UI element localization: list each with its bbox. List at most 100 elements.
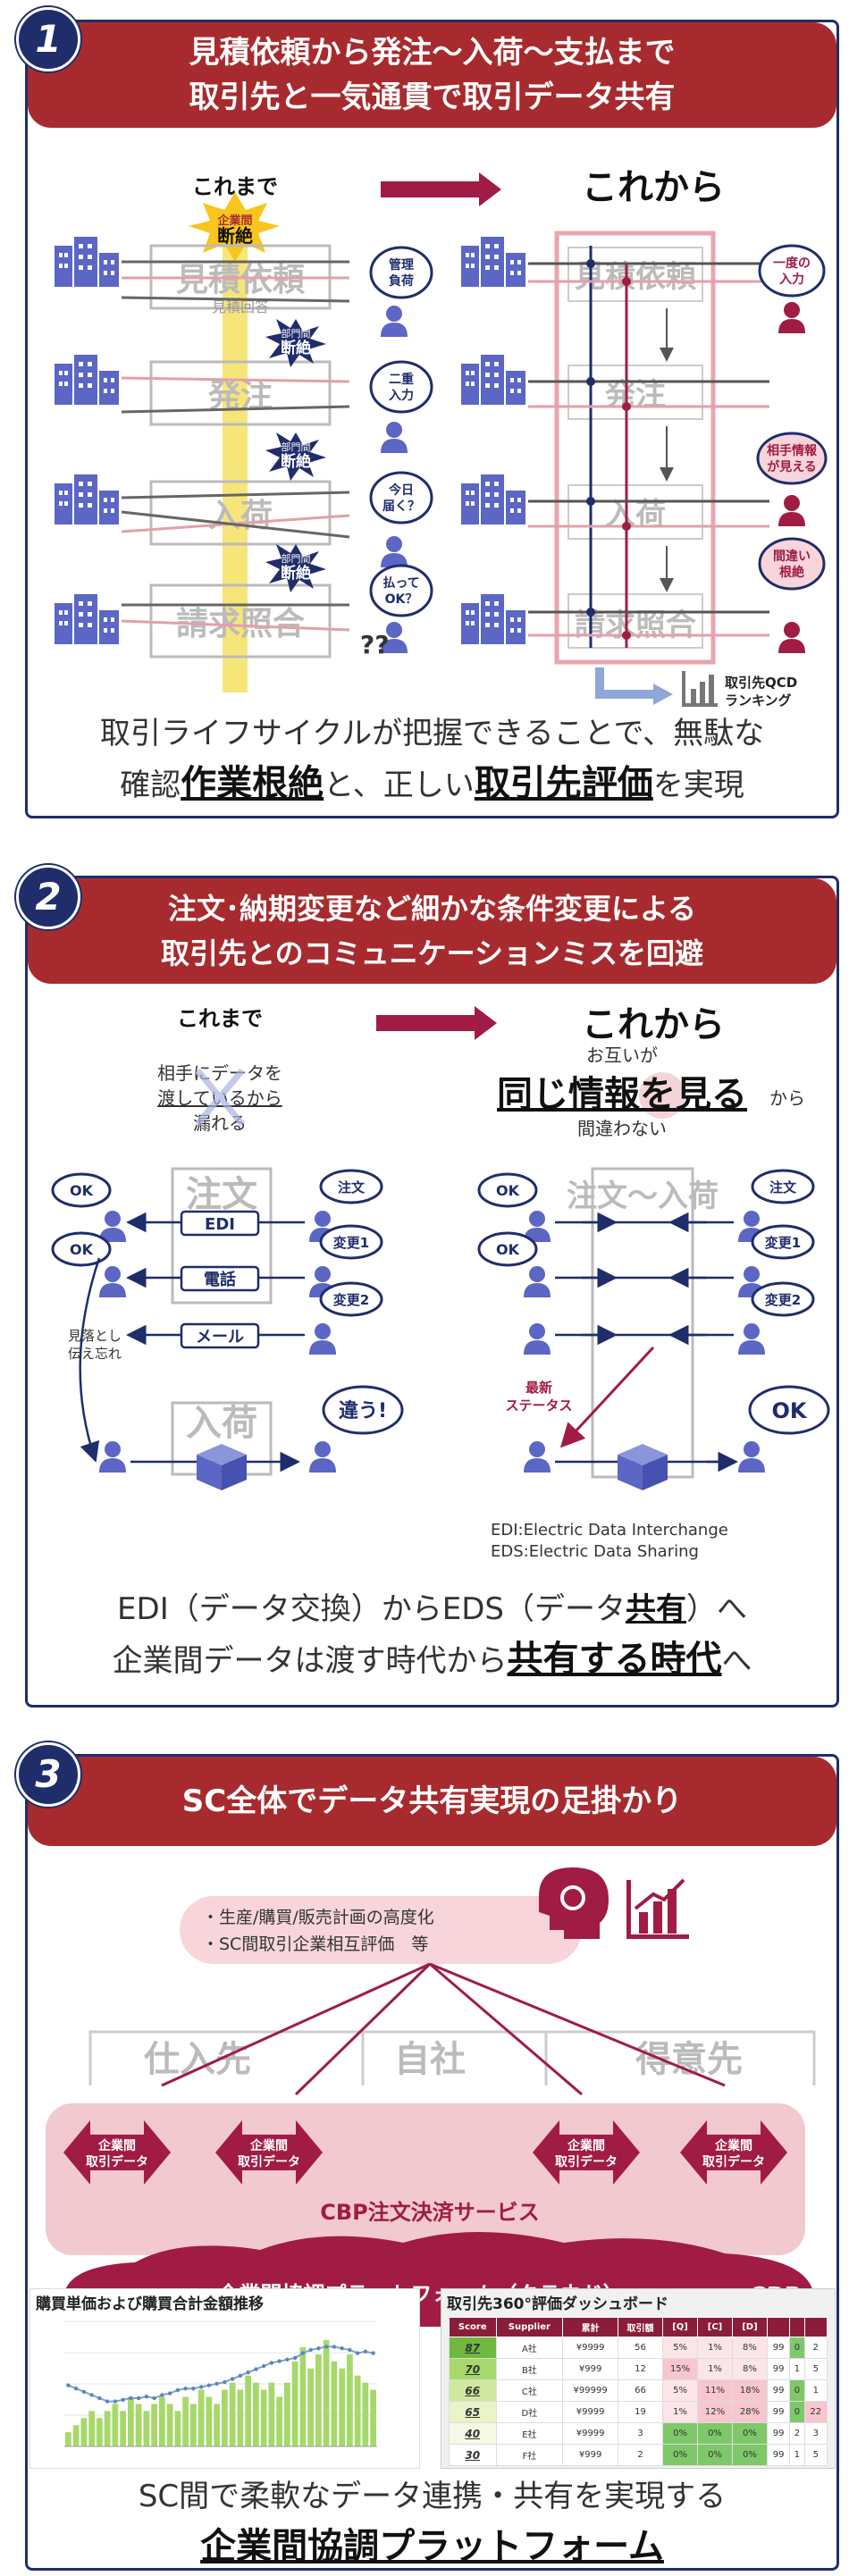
table-cell: 99 [766, 2358, 791, 2380]
section-1-title-line1: 見積依頼から発注〜入荷〜支払まで [189, 35, 676, 71]
chart-point [277, 2359, 282, 2363]
highlight-circle [639, 1072, 685, 1119]
section-3-number: 3 [16, 1742, 80, 1807]
status-note-line: ステータス [505, 1397, 572, 1414]
section-2-panel: 注文･納期変更など細かな条件変更による 取引先とのコミュニケーションミスを回避 … [25, 876, 839, 1708]
caption-line2: 確認作業根絶と、正しい取引先評価を実現 [28, 759, 836, 810]
ai-head-icon [539, 1867, 609, 1939]
table-cell: 11% [697, 2379, 733, 2402]
table-cell: 0% [662, 2422, 699, 2445]
table-cell: B社 [495, 2358, 564, 2380]
chart-bar [362, 2382, 369, 2446]
chart-point [261, 2363, 266, 2369]
building-icon [55, 355, 119, 405]
chart-point [285, 2357, 290, 2362]
chart-bar [97, 2418, 103, 2446]
enterprise-cut-top: 企業間 [216, 214, 252, 228]
caption-text: へ [721, 1643, 752, 1679]
section-3-panel: SC全体でデータ共有実現の足掛かり ・生産/購買/販売計画の高度化 ・SC間取引… [25, 1754, 839, 2571]
table-cell: 99 [766, 2422, 791, 2445]
table-cell: 2 [789, 2422, 805, 2445]
after-label: これから [582, 1004, 725, 1045]
package-icon [618, 1444, 668, 1490]
ok-bubble-text: OK [496, 1182, 520, 1199]
bubble-text: 払って [382, 575, 419, 591]
table-cell: 15% [662, 2358, 699, 2380]
table-cell: 56 [618, 2337, 664, 2359]
enterprise-cut-beam [223, 210, 248, 692]
chart-bar [214, 2404, 220, 2446]
chart-bar [206, 2396, 213, 2446]
bubble-text: 注文 [769, 1179, 797, 1196]
table-cell: 3 [618, 2422, 664, 2445]
chart-bar [268, 2382, 275, 2446]
ok-bubble-text: OK [70, 1182, 94, 1199]
after-note-bottom: 間違わない [577, 1118, 667, 1139]
chart-point [113, 2399, 118, 2404]
chart-bar [143, 2411, 150, 2446]
section-2-caption: EDI（データ交換）からEDS（データ共有）へ 企業間データは渡す時代から共有す… [28, 1584, 836, 1686]
purchase-trend-chart [64, 2320, 377, 2447]
channel-label: 電話 [204, 1270, 236, 1289]
chart-point [175, 2387, 181, 2393]
table-cell: 0% [662, 2444, 699, 2466]
table-header-cell: [Q] [662, 2317, 699, 2337]
chart-bar [284, 2382, 290, 2446]
chart-bar [347, 2354, 353, 2446]
chart-bar [253, 2382, 259, 2446]
table-cell: E社 [495, 2422, 564, 2445]
person-icon [778, 495, 805, 526]
chart-point [214, 2381, 219, 2386]
bubble-text: が見える [767, 459, 817, 474]
arrow-label: 企業間 [97, 2138, 136, 2153]
chart-bar [198, 2389, 205, 2446]
miss-note-line: 見落とし [68, 1328, 122, 1344]
section-3-caption: SC間で柔軟なデータ連携・共有を実現する 企業間協調プラットフォーム [28, 2471, 836, 2572]
chart-point [371, 2351, 375, 2355]
chart-bar [307, 2368, 314, 2446]
table-cell: ¥9999 [562, 2401, 619, 2423]
table-cell: 1% [697, 2358, 733, 2380]
chart-point [121, 2397, 125, 2402]
ranking-chart-icon [682, 671, 718, 707]
caption-text: と、正しい [324, 768, 475, 803]
bubble-text: 入力 [389, 388, 414, 403]
table-cell: 65 [449, 2401, 497, 2423]
chart-point [191, 2387, 196, 2391]
table-cell: 66 [449, 2379, 497, 2402]
chart-point [198, 2385, 204, 2389]
table-cell: C社 [495, 2379, 564, 2402]
dept-cut-top: 部門間 [282, 552, 311, 565]
table-cell: ¥9999 [562, 2337, 619, 2359]
column-label: 自社 [394, 2039, 466, 2080]
table-cell: 1 [789, 2358, 805, 2380]
caption-text: ）へ [685, 1591, 747, 1627]
table-cell: 1% [662, 2401, 699, 2423]
chart-bar [65, 2432, 71, 2446]
after-note-suffix: から [769, 1087, 805, 1109]
table-cell: 0% [697, 2444, 733, 2466]
table-cell: 0 [789, 2337, 805, 2359]
person-icon [99, 1441, 126, 1473]
arrow-label: 企業間 [567, 2138, 605, 2153]
chart-point [144, 2395, 149, 2399]
chart-point [348, 2347, 352, 2353]
before-after-arrow [381, 172, 501, 206]
chart-point [206, 2383, 212, 2387]
person-icon [738, 1441, 765, 1473]
chart-point [223, 2379, 227, 2385]
chart-point [292, 2355, 298, 2361]
section-2-diagram: これまで これから 相手にデータを 渡しているから 漏れる お互いが 同じ情報を… [51, 1004, 830, 1561]
section-3-banner: SC全体でデータ共有実現の足掛かり [28, 1757, 836, 1846]
stage-label-before: 見積依頼 [176, 262, 306, 298]
cross-mark [195, 1068, 245, 1127]
arrow-label: 取引データ [555, 2154, 618, 2169]
bubble-text: 届く？ [382, 499, 420, 514]
caption-emphasis: 取引先評価 [474, 763, 653, 804]
